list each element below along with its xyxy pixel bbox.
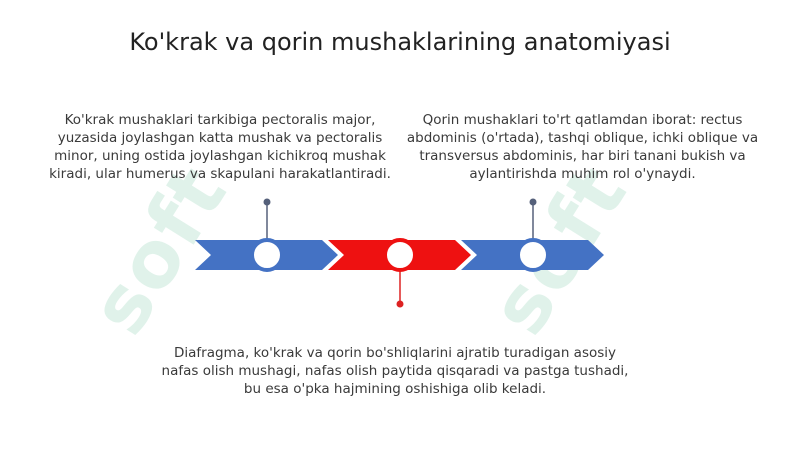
milestone-chest (250, 238, 284, 272)
diaphragm-text: Diafragma, ko'krak va qorin bo'shliqlari… (161, 345, 629, 397)
connector-abdominal-dot (529, 198, 537, 206)
chest-muscles-text: Ko'krak mushaklari tarkibiga pectoralis … (49, 112, 391, 182)
milestone-diaphragm (383, 238, 417, 272)
page-title: Ko'krak va qorin mushaklarining anatomiy… (129, 28, 671, 56)
abdominal-muscles-text: Qorin mushaklari to'rt qatlamdan iborat:… (406, 112, 759, 182)
connector-chest-dot (263, 198, 271, 206)
milestone-abdominal (516, 238, 550, 272)
connector-diaphragm-dot (396, 300, 404, 308)
